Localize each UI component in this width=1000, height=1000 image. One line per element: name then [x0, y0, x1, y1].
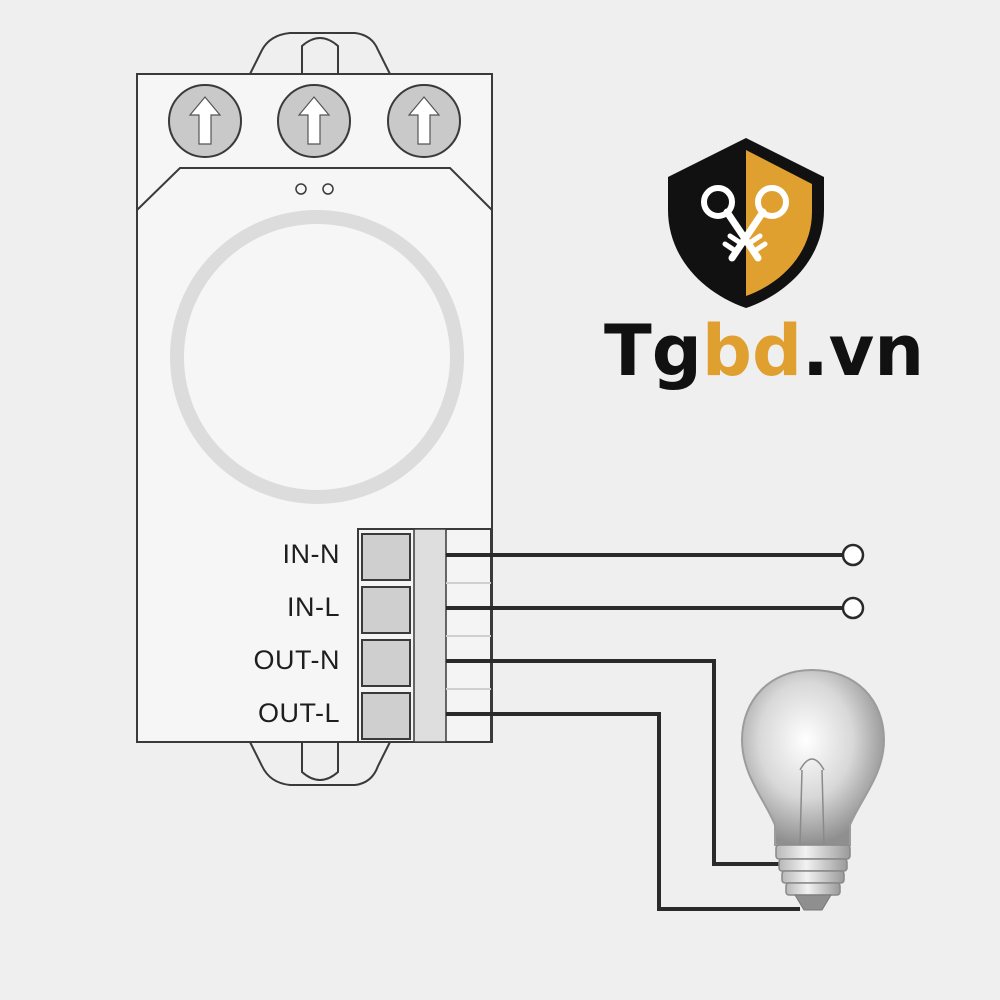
keys-icon: [701, 185, 789, 262]
terminal-label-out-l: OUT-L: [257, 698, 340, 728]
terminal-screw: [361, 639, 411, 687]
wire-out-l: [446, 712, 800, 911]
terminal-screw: [361, 692, 411, 740]
brand-part-accent: bd: [701, 310, 803, 392]
screw-icon: [387, 84, 461, 158]
brand-part-domain: .vn: [802, 310, 925, 392]
shield-logo-icon: [668, 138, 824, 308]
terminal-block: [357, 528, 492, 743]
indicator-led: [322, 183, 334, 195]
bottom-mount-tab: [249, 741, 391, 786]
terminal-label-out-n: OUT-N: [253, 645, 340, 675]
brand-name: Tgbd.vn: [604, 316, 924, 386]
terminal-label-in-l: IN-L: [286, 592, 340, 622]
brand-part-dark: Tg: [604, 310, 702, 392]
supply-terminal-n: [841, 543, 865, 567]
supply-terminal-l: [841, 596, 865, 620]
screw-icon: [168, 84, 242, 158]
light-bulb-icon: [740, 668, 886, 911]
sensor-housing: [136, 32, 493, 786]
sensor-lens-ring: [170, 210, 464, 504]
top-mount-tab: [249, 32, 391, 75]
screw-icon: [277, 84, 351, 158]
terminal-screw: [361, 586, 411, 634]
wires: [446, 553, 843, 911]
wire-out-n: [446, 659, 790, 866]
terminal-screw: [361, 533, 411, 581]
terminal-label-in-n: IN-N: [282, 539, 340, 569]
indicator-led: [295, 183, 307, 195]
